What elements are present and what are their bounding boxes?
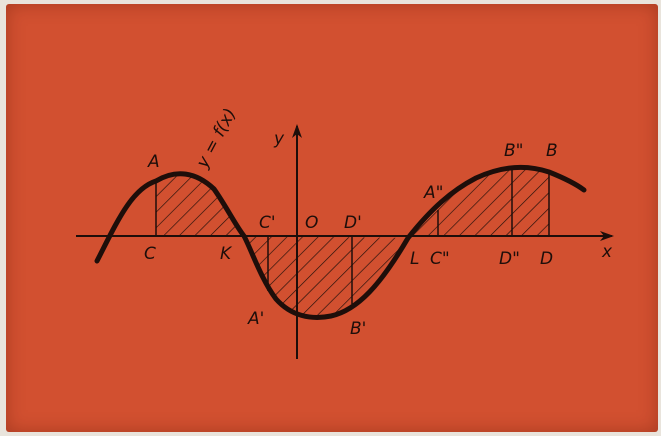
point-label-d: D (540, 249, 553, 269)
point-label-d1: D' (344, 213, 362, 233)
point-label-a: A (147, 152, 160, 172)
point-label-a2: A" (423, 183, 443, 203)
point-label-d2: D" (499, 249, 520, 269)
point-label-b: B (546, 141, 558, 161)
point-label-c1: C' (259, 213, 276, 233)
point-label-b1: B' (350, 319, 366, 339)
diagram-card: y = f(x) y x O A C K C' D' A' B' L C" A"… (6, 4, 658, 432)
function-curve (94, 164, 587, 320)
function-graph-diagram: y = f(x) y x O A C K C' D' A' B' L C" A"… (76, 105, 614, 359)
point-label-l: L (410, 249, 419, 269)
x-axis-label: x (601, 242, 613, 262)
point-label-c2: C" (430, 249, 450, 269)
hatched-region-middle (244, 236, 408, 318)
hatched-region-left (156, 173, 244, 236)
hatched-region-right (408, 167, 549, 236)
function-label: y = f(x) (192, 105, 240, 172)
origin-label: O (305, 213, 318, 233)
y-axis-label: y (273, 129, 285, 149)
point-label-a1: A' (247, 309, 264, 329)
point-label-c: C (144, 244, 156, 264)
point-label-k: K (220, 244, 233, 264)
point-label-b2: B" (504, 141, 523, 161)
